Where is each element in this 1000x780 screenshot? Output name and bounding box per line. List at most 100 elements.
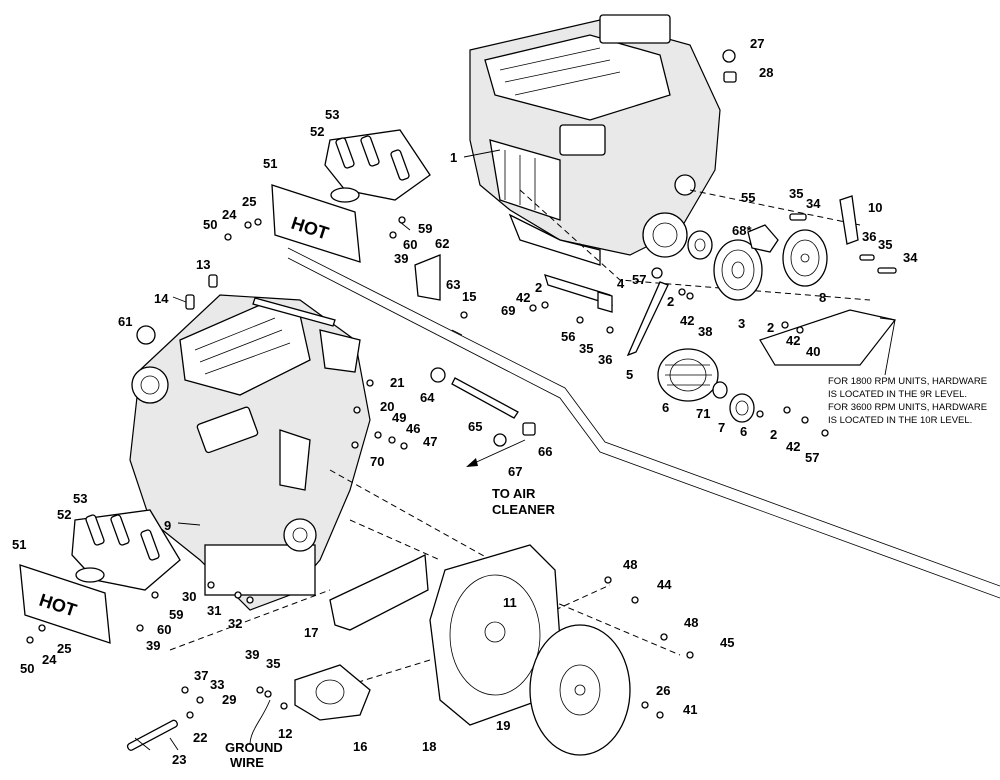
callout-68: 68* (732, 223, 752, 238)
callout-29: 29 (222, 692, 236, 707)
leader-lower-1 (329, 469, 501, 566)
divider-line-2 (287, 247, 1000, 587)
fitting-64 (430, 367, 446, 383)
fuel-line-65 (451, 377, 519, 419)
fitting-67 (493, 433, 507, 447)
belt-5 (626, 281, 669, 357)
bracket-4 (544, 274, 613, 313)
callout-30: 30 (182, 589, 196, 604)
callout-33: 33 (210, 677, 224, 692)
callout-8: 8 (819, 290, 826, 305)
leader-lower-5 (549, 599, 681, 656)
upper-manifold (324, 129, 431, 203)
air-cleaner-line-1: TO AIR (492, 486, 536, 501)
alternator-6 (657, 348, 764, 423)
callout-35: 35 (579, 341, 593, 356)
callout-27: 27 (750, 36, 764, 51)
callout-59: 59 (169, 607, 183, 622)
callout-22: 22 (193, 730, 207, 745)
callout-34: 34 (806, 196, 821, 211)
callout-53: 53 (325, 107, 339, 122)
callout-57: 57 (632, 272, 646, 287)
callout-12: 12 (278, 726, 292, 741)
note-line-4: IS LOCATED IN THE 10R LEVEL. (828, 415, 972, 426)
flywheel-19 (529, 624, 631, 756)
callout-41: 41 (683, 702, 697, 717)
callout-60: 60 (157, 622, 171, 637)
leader-upper-2 (519, 189, 871, 301)
callout-25: 25 (57, 641, 71, 656)
callout-14: 14 (154, 291, 169, 306)
callout-28: 28 (759, 65, 773, 80)
cable-23 (126, 719, 178, 751)
callout-35: 35 (789, 186, 803, 201)
callout-39: 39 (146, 638, 160, 653)
callout-25: 25 (242, 194, 256, 209)
fitting-66 (522, 422, 536, 436)
adapter-housing-18 (429, 544, 561, 726)
callout-31: 31 (207, 603, 221, 618)
rail-lower (252, 297, 336, 327)
callout-10: 10 (868, 200, 882, 215)
callout-35: 35 (878, 237, 892, 252)
callout-50: 50 (203, 217, 217, 232)
callout-38: 38 (698, 324, 712, 339)
callout-2: 2 (770, 427, 777, 442)
hardware-set (26, 216, 829, 719)
callout-53: 53 (73, 491, 87, 506)
leader-lower-6 (554, 584, 611, 611)
callout-65: 65 (468, 419, 482, 434)
bracket-62 (414, 254, 441, 301)
callout-19: 19 (496, 718, 510, 733)
callout-17: 17 (304, 625, 318, 640)
fitting-57-upper (651, 267, 663, 279)
note-line-3: FOR 3600 RPM UNITS, HARDWARE (828, 402, 987, 413)
callout-55: 55 (741, 190, 755, 205)
sensor-28 (723, 71, 737, 83)
lower-manifold (71, 509, 181, 591)
callout-60: 60 (403, 237, 417, 252)
callout-20: 20 (380, 399, 394, 414)
callout-52: 52 (57, 507, 71, 522)
starter-16 (294, 664, 371, 721)
callout-47: 47 (423, 434, 437, 449)
callout-2: 2 (767, 320, 774, 335)
callout-16: 16 (353, 739, 367, 754)
callout-52: 52 (310, 124, 324, 139)
callout-64: 64 (420, 390, 435, 405)
callout-6: 6 (740, 424, 747, 439)
lower-engine-block (129, 294, 371, 611)
callout-42: 42 (516, 290, 530, 305)
callout-34: 34 (903, 250, 918, 265)
callout-42: 42 (786, 439, 800, 454)
leader-lower-3 (169, 589, 331, 651)
callout-45: 45 (720, 635, 734, 650)
note-leader (879, 317, 896, 376)
upper-pulley-group (687, 195, 897, 301)
note-line-2: IS LOCATED IN THE 9R LEVEL. (828, 389, 967, 400)
air-cleaner-label: TO AIR CLEANER (492, 486, 555, 517)
callout-15: 15 (462, 289, 476, 304)
callout-5: 5 (626, 367, 633, 382)
callout-67: 67 (508, 464, 522, 479)
callout-51: 51 (12, 537, 26, 552)
callout-3: 3 (738, 316, 745, 331)
callout-26: 26 (656, 683, 670, 698)
callout-44: 44 (657, 577, 672, 592)
callout-69: 69 (501, 303, 515, 318)
callout-32: 32 (228, 616, 242, 631)
callout-49: 49 (392, 410, 406, 425)
callout-13: 13 (196, 257, 210, 272)
callout-66: 66 (538, 444, 552, 459)
callout-46: 46 (406, 421, 420, 436)
callout-62: 62 (435, 236, 449, 251)
callout-61: 61 (118, 314, 132, 329)
callout-48: 48 (684, 615, 698, 630)
callout-24: 24 (42, 652, 57, 667)
lower-heat-shield: HOT (19, 564, 111, 644)
callout-51: 51 (263, 156, 277, 171)
callout-2: 2 (667, 294, 674, 309)
callout-57: 57 (805, 450, 819, 465)
callout-21: 21 (390, 375, 404, 390)
upper-heat-shield: HOT (271, 184, 361, 263)
